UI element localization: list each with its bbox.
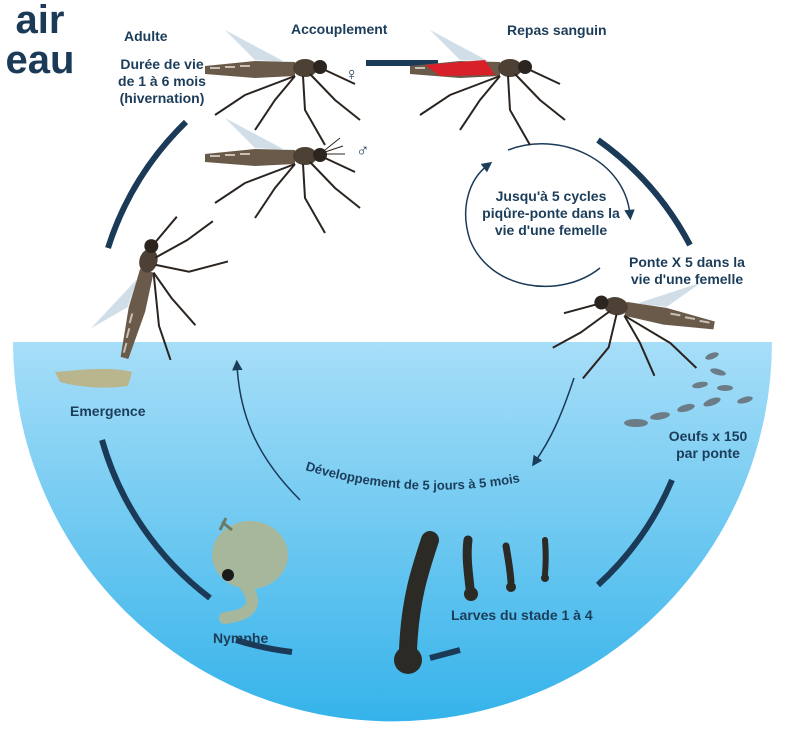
male-symbol: ♂ bbox=[356, 142, 370, 159]
blood-meal-label: Repas sanguin bbox=[507, 22, 607, 39]
laying-label: Ponte X 5 dans la vie d'une femelle bbox=[627, 254, 747, 288]
feeding-mosquito bbox=[410, 30, 565, 145]
adult-label: Adulte bbox=[124, 28, 168, 45]
mating-label: Accouplement bbox=[291, 21, 387, 38]
emergence-label: Emergence bbox=[70, 403, 145, 420]
eggs-label: Oeufs x 150 par ponte bbox=[663, 428, 753, 462]
female-mosquito bbox=[205, 30, 360, 145]
larvae-label: Larves du stade 1 à 4 bbox=[451, 607, 593, 624]
male-mosquito bbox=[205, 118, 360, 233]
pupa-label: Nymphe bbox=[213, 630, 268, 647]
cycles-label: Jusqu'à 5 cycles piqûre-ponte dans la vi… bbox=[476, 188, 626, 239]
water-area bbox=[13, 342, 772, 721]
lifespan-label: Durée de vie de 1 à 6 mois (hivernation) bbox=[114, 56, 210, 107]
female-symbol: ♀ bbox=[345, 66, 359, 83]
